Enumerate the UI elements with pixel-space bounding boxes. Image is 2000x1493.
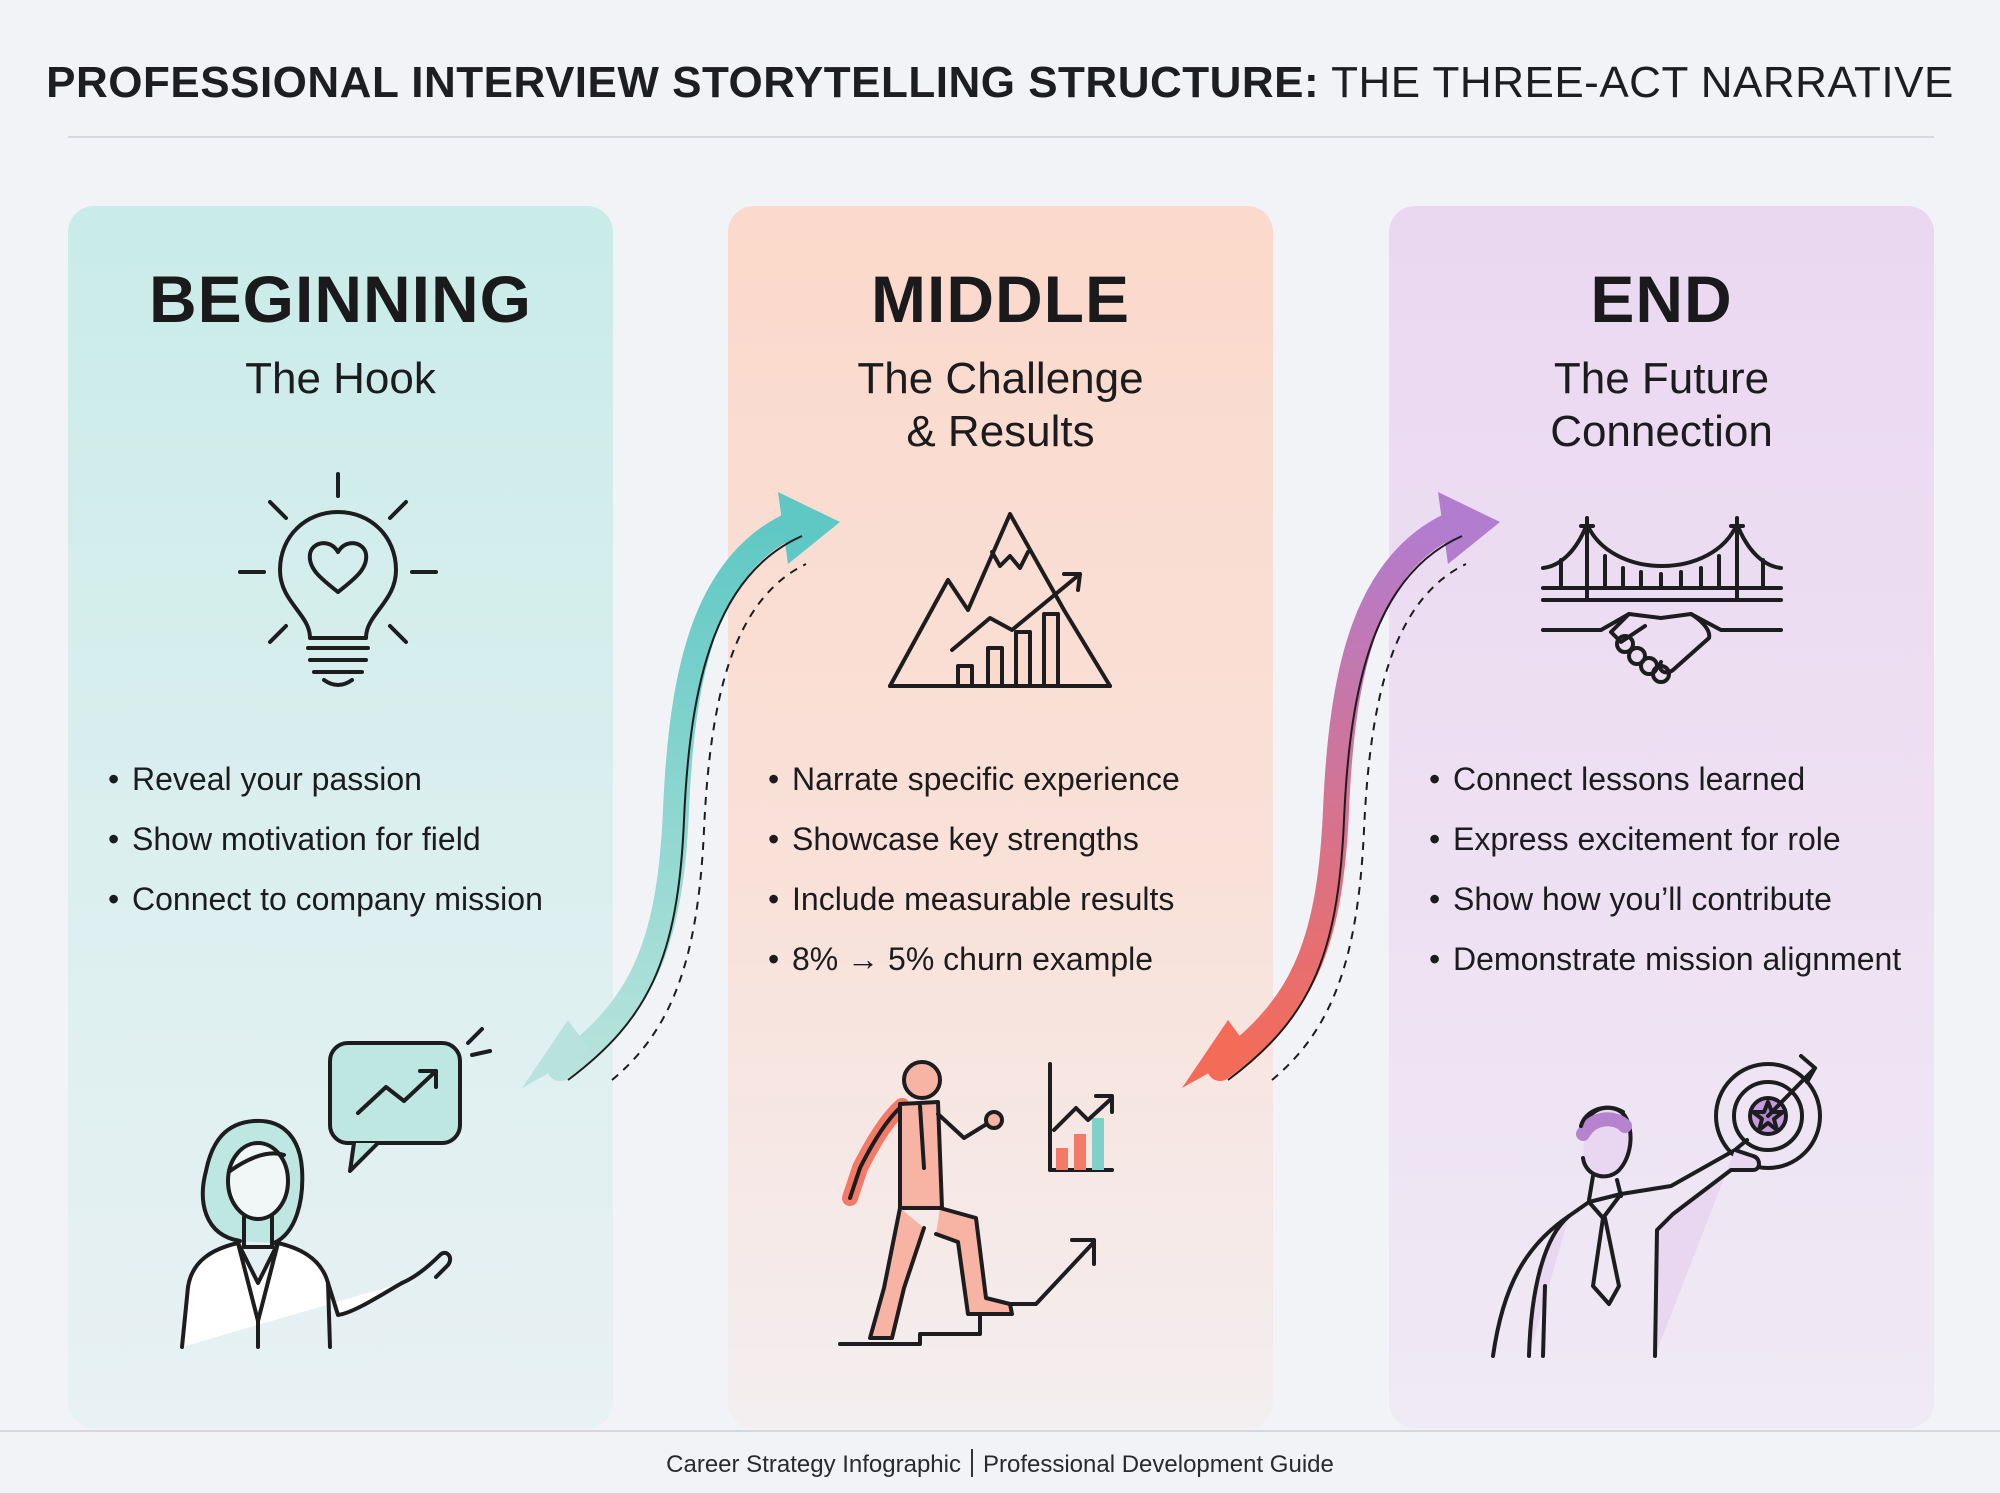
- list-item: Showcase key strengths: [768, 819, 1259, 860]
- list-item: Include measurable results: [768, 879, 1259, 920]
- panel-subtitle: The Future Connection: [1550, 354, 1773, 456]
- title-light: THE THREE-ACT NARRATIVE: [1331, 58, 1954, 107]
- lightbulb-heart-icon: [238, 472, 438, 694]
- panel-heading: MIDDLE: [871, 262, 1130, 336]
- panel-end: END The Future Connection: [1389, 206, 1934, 1428]
- bridge-handshake-icon: [1541, 510, 1783, 690]
- title-bold: PROFESSIONAL INTERVIEW STORYTELLING STRU…: [46, 58, 1320, 107]
- panel-beginning: BEGINNING The Hook Reveal your passion S…: [68, 206, 613, 1428]
- mountain-growth-chart-icon: [888, 510, 1118, 690]
- footer-separator: [970, 1449, 973, 1477]
- list-item: Express excitement for role: [1429, 819, 1920, 860]
- list-item: Connect lessons learned: [1429, 759, 1920, 800]
- bullet-list: Narrate specific experience Showcase key…: [768, 759, 1259, 999]
- footer-left: Career Strategy Infographic: [666, 1451, 961, 1478]
- footer: Career Strategy Infographic Professional …: [0, 1449, 2000, 1479]
- panel-middle: MIDDLE The Challenge & Results Narrate s…: [728, 206, 1273, 1428]
- presenter-woman-icon: [178, 1021, 518, 1351]
- footer-divider: [0, 1430, 2000, 1432]
- list-item: Reveal your passion: [108, 759, 599, 800]
- panel-heading: BEGINNING: [148, 262, 533, 336]
- title-divider: [68, 136, 1934, 138]
- list-item: 8% → 5% churn example: [768, 939, 1259, 980]
- panel-heading: END: [1590, 262, 1733, 336]
- page-title: PROFESSIONAL INTERVIEW STORYTELLING STRU…: [0, 58, 2000, 108]
- man-pointing-target-icon: [1485, 1046, 1822, 1358]
- list-item: Show motivation for field: [108, 819, 599, 860]
- bullet-list: Reveal your passion Show motivation for …: [108, 759, 599, 939]
- list-item: Demonstrate mission alignment: [1429, 939, 1920, 980]
- climbing-stairs-man-icon: [838, 1058, 1114, 1348]
- list-item: Narrate specific experience: [768, 759, 1259, 800]
- connector-arrow-beginning-to-middle: [520, 490, 850, 1110]
- panel-subtitle: The Hook: [245, 354, 436, 403]
- list-item: Connect to company mission: [108, 879, 599, 920]
- footer-right: Professional Development Guide: [982, 1451, 1334, 1478]
- list-item: Show how you’ll contribute: [1429, 879, 1920, 920]
- bullet-list: Connect lessons learned Express exciteme…: [1429, 759, 1920, 999]
- connector-arrow-middle-to-end: [1180, 490, 1510, 1110]
- panel-subtitle: The Challenge & Results: [857, 354, 1144, 456]
